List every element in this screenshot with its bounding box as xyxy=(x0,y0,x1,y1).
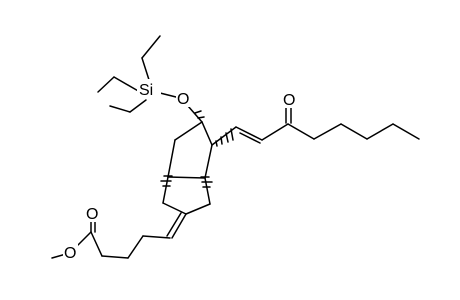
bond-c1-c5 xyxy=(174,121,203,141)
bond-vinyl-carbonyl xyxy=(261,123,289,141)
bond-ester-oc xyxy=(77,231,92,246)
bond-ethyl1-ch3 xyxy=(141,35,161,59)
bond-pentyl4 xyxy=(366,123,394,140)
stereo-hash-wedges xyxy=(160,110,234,188)
bond-chain1 xyxy=(142,235,171,239)
bond-ethyl3-ch3 xyxy=(109,105,131,113)
ether-oxygen-label: O xyxy=(177,91,189,108)
bond-c1-c2 xyxy=(201,121,213,146)
bond-pentyl2 xyxy=(313,123,342,140)
bond-vinyl-double-inner xyxy=(239,132,261,144)
bond-c8-exo-double-inner xyxy=(166,212,182,237)
bond-c8-exo-double xyxy=(171,213,187,239)
bond-chain3 xyxy=(101,255,129,259)
bond-si-ethyl3 xyxy=(129,99,147,113)
bond-c5-c4 xyxy=(167,139,176,178)
bond-c7-c8 xyxy=(185,203,211,215)
triethylsilyl-bonds xyxy=(97,35,203,123)
hash-c1-o1 xyxy=(197,116,205,119)
ketone-oxygen-label: O xyxy=(283,92,295,109)
bond-chain2 xyxy=(127,235,144,259)
enone-chain-bonds xyxy=(211,107,420,146)
bicyclic-core-bonds xyxy=(162,121,213,215)
bond-pentyl3 xyxy=(340,123,368,140)
bond-pentyl1 xyxy=(287,123,315,140)
ester-carbonyl-oxygen-label: O xyxy=(86,206,98,223)
bond-si-ethyl2 xyxy=(113,76,141,93)
bond-o-c xyxy=(187,105,203,123)
bond-c2-c3 xyxy=(204,144,213,179)
bond-c2-vinyl xyxy=(211,126,237,146)
silicon-label: Si xyxy=(139,82,153,99)
atom-labels: Si O O O O xyxy=(63,79,296,262)
bond-c4-c3 xyxy=(167,176,206,179)
bond-chain4 xyxy=(90,231,103,257)
bond-si-ethyl1 xyxy=(141,57,151,84)
bond-si-o xyxy=(159,92,177,98)
bond-pentyl5 xyxy=(392,123,420,140)
bond-ethyl2-ch3 xyxy=(97,76,115,93)
hash-c1-o2 xyxy=(194,110,202,114)
bond-c6-c8 xyxy=(162,202,187,215)
ester-methoxy-oxygen-label: O xyxy=(64,245,76,262)
bond-vinyl-double xyxy=(235,126,263,141)
ester-chain-bonds xyxy=(51,212,187,259)
